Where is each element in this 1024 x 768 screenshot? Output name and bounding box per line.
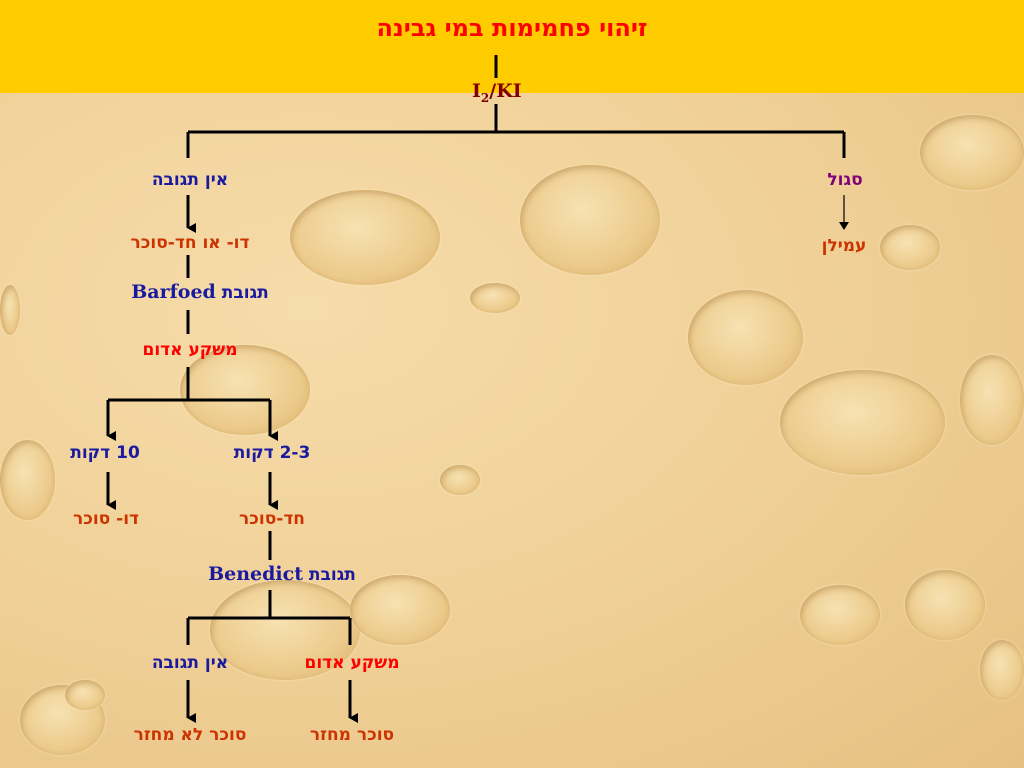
cheese-hole [880, 225, 940, 270]
node-red-precipitate-2: משקע אדום [304, 653, 400, 673]
node-two-three-minutes: 2-3 דקות [233, 443, 311, 463]
cheese-hole [180, 345, 310, 435]
node-ten-minutes: 10 דקות [70, 443, 140, 463]
node-non-reducing-sugar: סוכר לא מחזר [133, 725, 247, 745]
title-banner: זיהוי פחמימות במי גבינה [0, 0, 1024, 93]
cheese-hole [520, 165, 660, 275]
reagent-rest: /KI [489, 80, 522, 102]
benedict-english: Benedict [208, 563, 303, 585]
cheese-hole [440, 465, 480, 495]
cheese-hole [905, 570, 985, 640]
arrow-head [839, 222, 849, 230]
node-starch: עמילן [821, 236, 867, 256]
node-benedict-test: תגובת Benedict [208, 563, 356, 585]
reagent-label: I2/KI [472, 80, 522, 105]
barfoed-hebrew: תגובת [221, 283, 269, 303]
cheese-hole [65, 680, 105, 710]
cheese-hole [800, 585, 880, 645]
cheese-hole [210, 580, 360, 680]
node-purple: סגול [827, 170, 863, 190]
cheese-hole [0, 440, 55, 520]
page-title: זיהוי פחמימות במי גבינה [376, 14, 648, 42]
node-no-reaction: אין תגובה [151, 170, 229, 190]
cheese-hole [920, 115, 1024, 190]
cheese-hole [290, 190, 440, 285]
node-barfoed-test: תגובת Barfoed [131, 281, 269, 303]
reagent-subscript: 2 [480, 90, 490, 105]
cheese-hole [0, 285, 20, 335]
cheese-hole [688, 290, 803, 385]
node-red-precipitate: משקע אדום [142, 340, 238, 360]
node-no-reaction-2: אין תגובה [151, 653, 229, 673]
node-monosaccharide: חד-סוכר [239, 509, 305, 529]
node-disaccharide: דו- סוכר [72, 509, 140, 529]
barfoed-english: Barfoed [131, 281, 216, 303]
reagent-main: I [472, 80, 481, 102]
cheese-hole [780, 370, 945, 475]
cheese-hole [350, 575, 450, 645]
cheese-hole [980, 640, 1024, 700]
node-reducing-sugar: סוכר מחזר [309, 725, 395, 745]
node-di-or-mono-sugar: דו- או חד-סוכר [130, 233, 250, 253]
cheese-hole [470, 283, 520, 313]
cheese-hole [960, 355, 1024, 445]
benedict-hebrew: תגובת [308, 565, 356, 585]
